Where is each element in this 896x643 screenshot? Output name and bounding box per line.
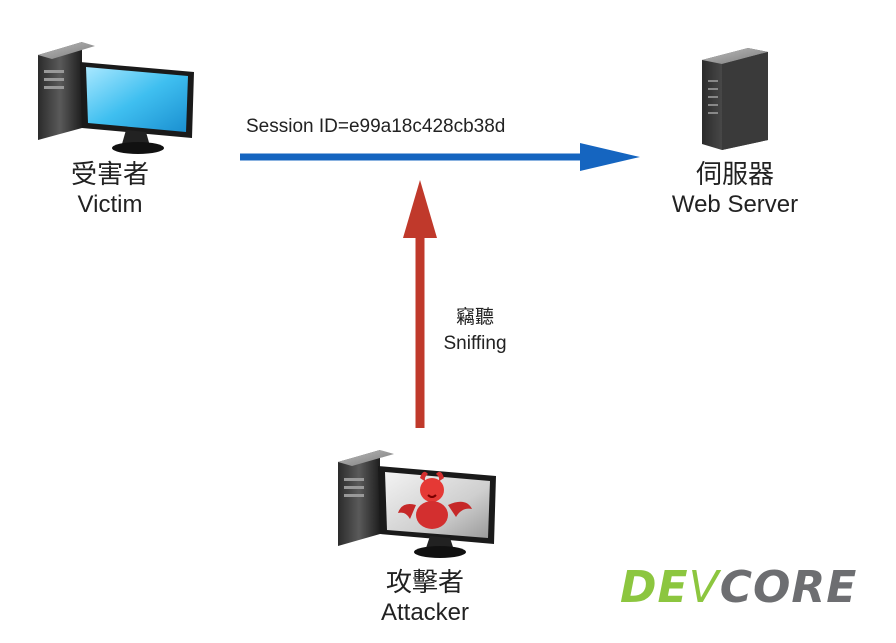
sniffing-label-en: Sniffing [443,333,507,354]
server-tower-icon [702,48,768,150]
session-id-label: Session ID=e99a18c428cb38d [246,116,506,137]
desktop-computer-icon [38,42,194,154]
sniffing-label: 竊聽 Sniffing [430,302,520,355]
logo-part2: CORE [719,562,858,613]
logo-part1: DE [620,562,689,613]
attacker-node: 攻擊者 Attacker [350,568,500,628]
logo-mark: V [688,562,720,613]
devcore-logo: DEVCORE [620,562,857,613]
attacker-computer-icon [338,450,496,558]
devil-icon [398,471,472,529]
victim-node: 受害者 Victim [40,160,180,220]
session-arrow [240,143,640,171]
sniffing-arrow [403,180,437,428]
attacker-label-zh: 攻擊者 [385,568,464,598]
server-label-en: Web Server [671,191,799,218]
victim-label-zh: 受害者 [70,160,149,190]
sniffing-label-zh: 竊聽 [455,307,494,328]
server-node: 伺服器 Web Server [640,160,830,220]
attacker-label-en: Attacker [380,599,470,626]
victim-label-en: Victim [77,191,143,218]
server-label-zh: 伺服器 [695,160,774,190]
